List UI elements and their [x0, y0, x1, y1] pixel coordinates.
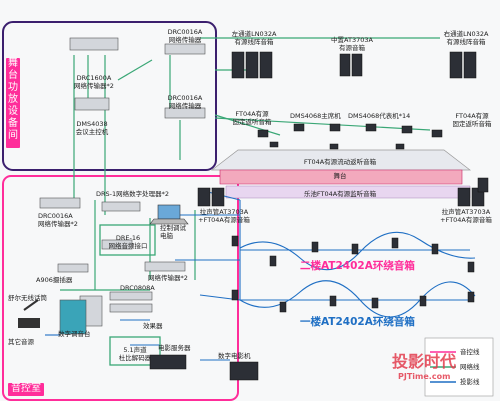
- legend-item-network: 网络线: [460, 363, 480, 371]
- drc0016a-left-label: DRC0016A 网络传输器*2: [38, 212, 78, 228]
- stage-front: [219, 169, 463, 185]
- equipment-room-title: 舞台功放设备间: [6, 58, 20, 148]
- watermark-sub: PJTime.com: [398, 372, 451, 381]
- effects-label: 效果器: [143, 322, 163, 330]
- control-room-border: [2, 175, 239, 401]
- dms4060-host-label: DMS4068主席机: [290, 112, 341, 120]
- center-speaker-label: 中置AT3703A 有源音箱: [331, 36, 373, 52]
- sub-left-label: 拉声管AT3703A +FT04A有源音箱: [198, 208, 250, 224]
- right-main-speaker-label: 右通道LN032A 有源线阵音箱: [443, 30, 489, 46]
- sub-right-label: 拉声管AT3703A +FT04A有源音箱: [440, 208, 492, 224]
- stage-label: 舞台: [333, 172, 347, 180]
- control-pc-label: 控制调试 电脑: [160, 224, 186, 240]
- dms4038-label: DMS4038 会议主控机: [75, 120, 109, 136]
- net-trans2-label: 网络传输器*2: [148, 274, 188, 282]
- a906-label: A906摄插器: [36, 276, 73, 284]
- drc0016a-top-label: DRC0016A 网络传输器: [167, 28, 203, 44]
- wireless-mic-label: 舒尔无线话筒: [8, 294, 47, 302]
- stage-platform: [210, 149, 472, 171]
- ft04a-stage-label: FT04A有源流动返听音箱: [303, 158, 377, 166]
- ft04a-right-label: FT04A有源 固定返听音箱: [452, 112, 492, 128]
- pool-monitor-label: 乐池FT04A有源监听音箱: [303, 190, 377, 198]
- legend-item-control: 音控线: [460, 348, 480, 356]
- digital-projector-label: 数字电影机: [218, 352, 251, 360]
- ft04a-left-label: FT04A有源 固定返听音箱: [232, 110, 272, 126]
- dms4060-rep-label: DMS4068代表机*14: [348, 112, 411, 120]
- dre16-box: [99, 224, 156, 256]
- left-main-speaker-label: 左通道LN032A 有源线阵音箱: [231, 30, 277, 46]
- movie-server-label: 电影服务器: [158, 344, 191, 352]
- watermark-main: 投影时代: [392, 352, 457, 371]
- drc0808a-label: DRC0808A: [120, 284, 155, 292]
- control-room-title: 音控室: [8, 383, 44, 396]
- drc1600a-label: DRC1600A 网络传输器*2: [74, 74, 114, 90]
- digital-console-label: 数字调音台: [58, 330, 91, 338]
- legend-item-projection: 投影线: [460, 378, 480, 386]
- laptop-drawing: [149, 204, 189, 225]
- drs1-label: DRS-1网络数字处理器*2: [96, 190, 170, 198]
- equipment-room-border: [2, 21, 217, 171]
- drc0016a-mid-label: DRC0016A 网络传输器: [167, 94, 203, 110]
- decoder-box: [109, 336, 161, 366]
- other-source-label: 其它音源: [8, 338, 34, 346]
- decoder-label: 5.1声道 杜比解码器: [118, 346, 152, 362]
- floor1-surround-label: 一楼AT2402A环绕音箱: [300, 316, 415, 328]
- floor2-surround-label: 二楼AT2402A环绕音箱: [300, 260, 415, 272]
- dre16-label: DRE-16 网络音频接口: [108, 234, 148, 250]
